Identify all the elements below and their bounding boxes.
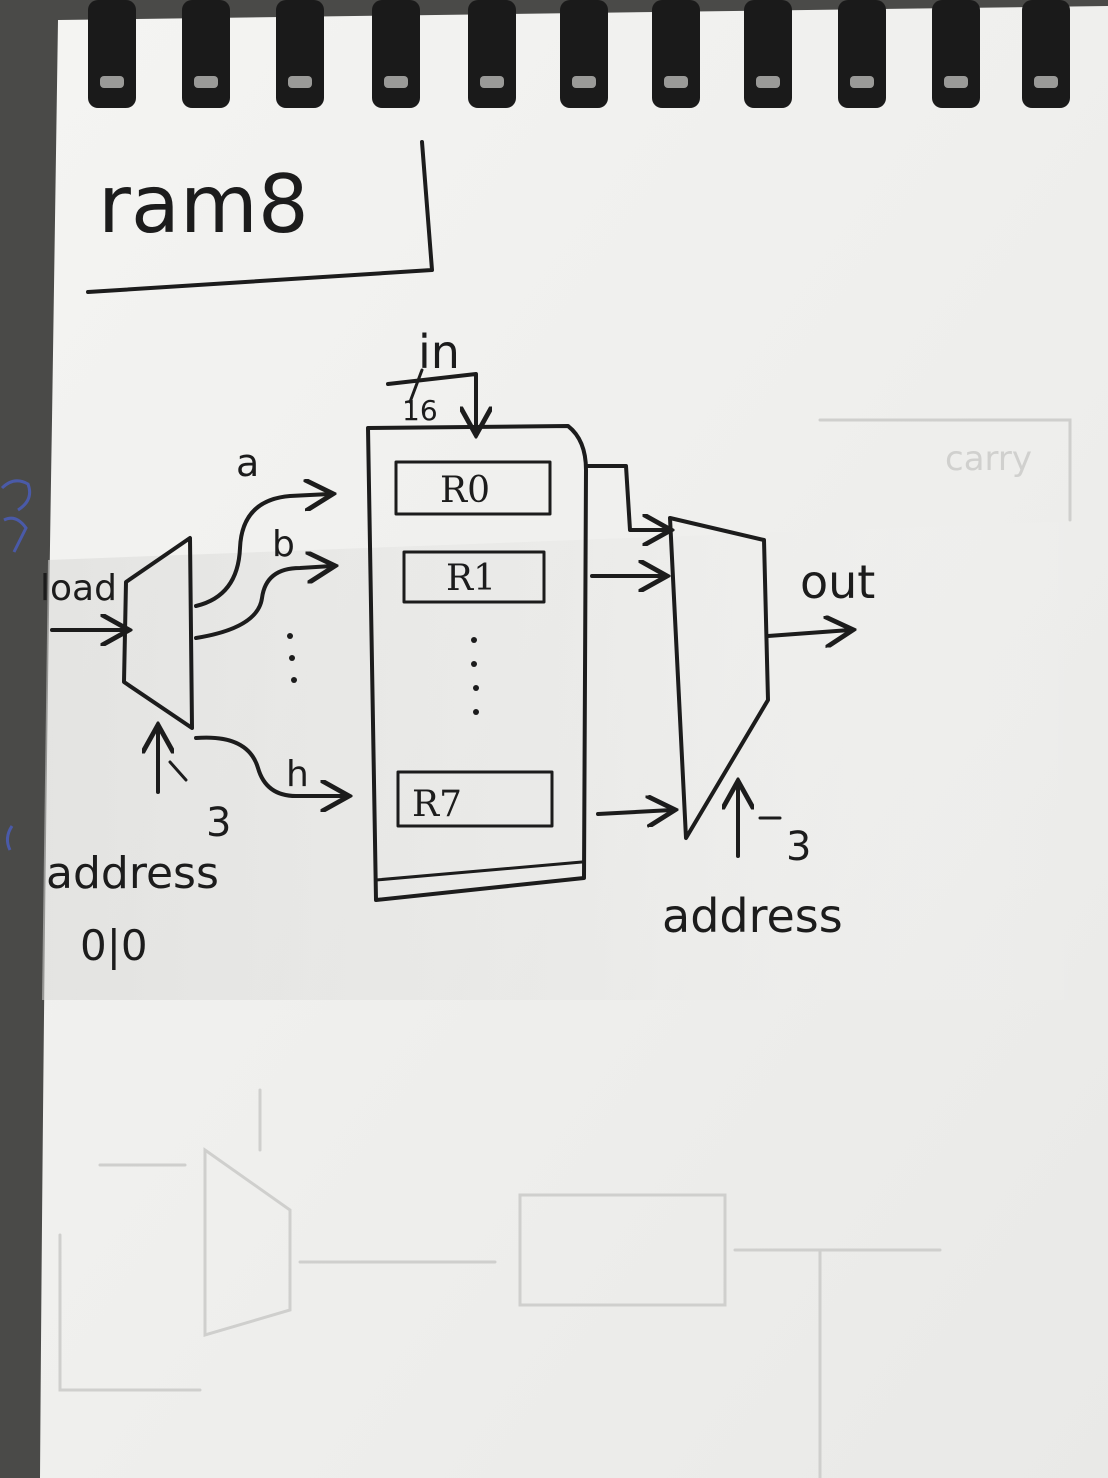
register-r1-label: R1 [446,558,496,599]
demux-output-ellipsis [287,633,297,683]
bleed-through-sketch: carry [58,418,1072,1478]
input-label: in [418,325,460,379]
mux-output-label: out [800,555,875,609]
margin-marks [0,479,32,851]
register-r1: R1 [402,550,546,604]
diagram-title: ram8 [98,158,309,251]
register-r7: R7 [396,770,554,828]
register-block: R0 R1 R7 [366,424,588,902]
demux-output-h: h [286,754,309,795]
input-width-label: 16 [402,394,438,427]
demux-note: 0|0 [80,921,148,970]
register-r7-label: R7 [412,784,462,825]
register-r0-label: R0 [440,470,490,511]
demux-input-label: load [40,568,117,609]
demux-select-width: 3 [206,800,231,846]
spiral-binding [88,0,1070,108]
mux-select-width: 3 [786,824,811,870]
svg-text:carry: carry [945,439,1032,479]
demux: load a b h 3 address 0|0 [40,441,346,970]
mux: out 3 address [586,464,875,943]
register-r0: R0 [394,460,552,516]
demux-output-b: b [272,524,295,565]
title-box: ram8 [86,140,434,294]
register-ellipsis [471,637,479,715]
demux-select-label: address [46,848,219,899]
mux-select-label: address [662,889,843,943]
input-bus: in 16 [386,325,476,432]
shadow-band [42,520,1108,1000]
demux-output-a: a [236,441,259,485]
